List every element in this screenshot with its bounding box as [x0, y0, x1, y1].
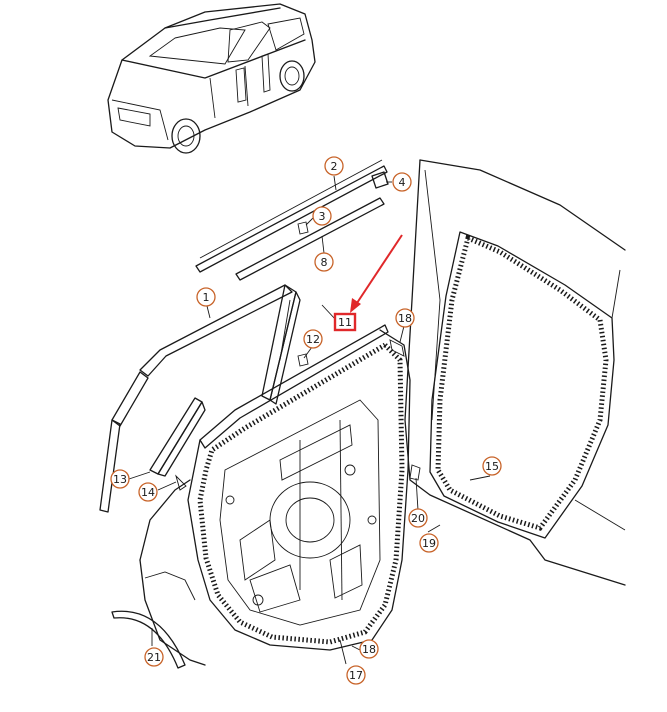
callout-1: 1 — [196, 287, 216, 307]
callout-label: 21 — [147, 651, 161, 664]
callout-11: 11 — [333, 312, 357, 332]
rear-quarter-panel — [111, 479, 206, 669]
callout-17: 17 — [346, 665, 366, 685]
rear-door — [187, 324, 421, 651]
callout-15: 15 — [482, 456, 502, 476]
callout-label: 18 — [398, 312, 412, 325]
callout-13: 13 — [110, 469, 130, 489]
callout-label: 20 — [411, 512, 425, 525]
callout-label: 2 — [331, 160, 338, 173]
leader-lines — [128, 175, 491, 665]
body-side-panel — [404, 159, 626, 586]
callout-4: 4 — [392, 172, 412, 192]
callout-label: 15 — [485, 460, 499, 473]
callout-8: 8 — [314, 252, 334, 272]
callout-label: 17 — [349, 669, 363, 682]
callout-label: 18 — [362, 643, 376, 656]
callout-21: 21 — [144, 647, 164, 667]
callout-14: 14 — [138, 482, 158, 502]
callout-label: 19 — [422, 537, 436, 550]
highlight-arrow — [350, 234, 403, 313]
vehicle-overview — [107, 3, 316, 154]
callout-label: 1 — [203, 291, 210, 304]
callout-3: 3 — [312, 206, 332, 226]
callout-20: 20 — [408, 508, 428, 528]
callout-18: 18 — [395, 308, 415, 328]
callout-12: 12 — [303, 329, 323, 349]
window-channels — [99, 284, 309, 513]
callout-label: 13 — [113, 473, 127, 486]
callout-label: 4 — [399, 176, 406, 189]
upper-trim-strips — [195, 159, 389, 281]
callout-18: 18 — [359, 639, 379, 659]
callout-label: 8 — [321, 256, 328, 269]
callout-label: 3 — [319, 210, 326, 223]
callout-2: 2 — [324, 156, 344, 176]
callout-label: 11 — [338, 316, 352, 329]
callout-label: 14 — [141, 486, 155, 499]
callout-19: 19 — [419, 533, 439, 553]
callout-label: 12 — [306, 333, 320, 346]
